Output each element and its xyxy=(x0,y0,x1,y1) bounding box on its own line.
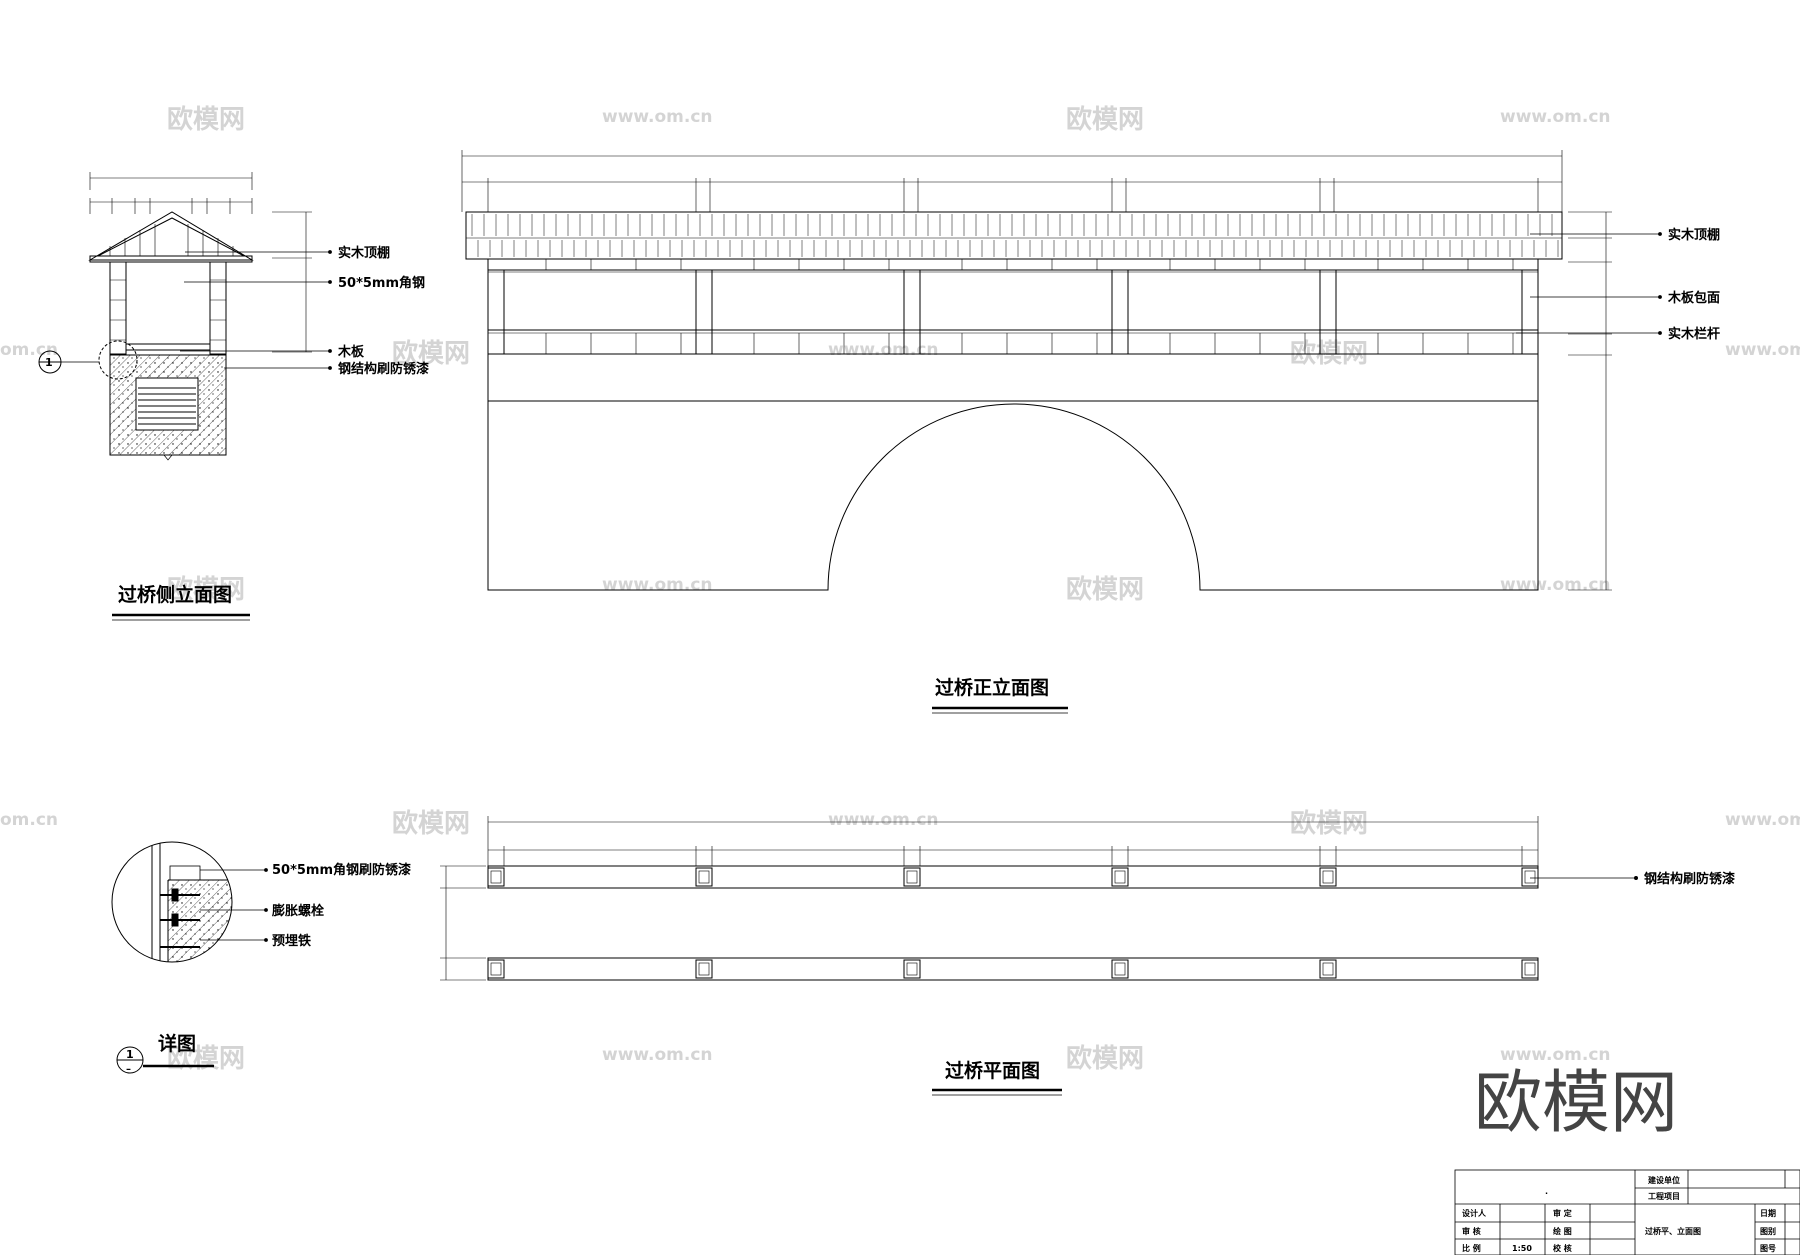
watermark-brand: 欧模网 xyxy=(1066,574,1144,605)
watermark-url: www.om.cn xyxy=(1500,575,1611,595)
watermark-url: www.om.cn xyxy=(602,575,713,595)
watermark-brand: 欧模网 xyxy=(1066,104,1144,135)
tb-date: 日期 xyxy=(1760,1208,1776,1218)
watermark-url: www.om.cn xyxy=(1500,1045,1611,1065)
side-roof xyxy=(88,211,254,263)
side-label-steel: 钢结构刷防锈漆 xyxy=(338,361,429,377)
detail-leaders xyxy=(200,868,268,942)
watermark-layer: 欧模网 欧模网 欧模网 欧模网 欧模网 欧模网 欧模网 欧模网 欧模网 欧模网 … xyxy=(0,104,1800,1074)
tb-drawing-no: 图号 xyxy=(1760,1244,1776,1253)
plan-label-steel: 钢结构刷防锈漆 xyxy=(1644,871,1735,887)
tb-scale-label: 比 例 xyxy=(1462,1243,1481,1253)
tb-construction-unit: 建设单位 xyxy=(1647,1175,1680,1185)
tb-reviewer: 审 核 xyxy=(1462,1226,1481,1236)
front-leaders xyxy=(1516,232,1662,335)
detail-callout-marker xyxy=(38,340,138,380)
plan-post-inner xyxy=(906,870,918,884)
tb-approve: 审 定 xyxy=(1553,1208,1572,1218)
title-block xyxy=(1454,1169,1800,1255)
watermark-url-partial: om.cn xyxy=(0,810,58,830)
front-roof xyxy=(465,211,1563,260)
plan-post xyxy=(695,959,713,979)
roof-planks xyxy=(471,214,1559,257)
watermark-url: www.om.cn xyxy=(602,107,713,127)
watermark-brand: 欧模网 xyxy=(392,338,470,369)
tb-check: 校 核 xyxy=(1553,1243,1572,1253)
plan-view xyxy=(440,816,1638,1096)
plan-post xyxy=(1319,959,1337,979)
plan-post-inner xyxy=(1114,962,1126,976)
watermark-brand: 欧模网 xyxy=(1290,808,1368,839)
plan-post-inner xyxy=(698,870,710,884)
tb-project: 工程项目 xyxy=(1648,1191,1680,1201)
front-dimensions xyxy=(461,150,1612,591)
watermark-brand: 欧模网 xyxy=(167,1043,245,1074)
detail-label-bolt: 膨胀螺栓 xyxy=(271,903,324,919)
side-callout-number: 1 xyxy=(45,356,53,369)
plan-post xyxy=(903,959,921,979)
plan-post xyxy=(695,867,713,887)
watermark-url: www.om.cn xyxy=(828,810,939,830)
front-elevation xyxy=(461,150,1662,714)
detail-title: 详图 xyxy=(158,1032,196,1055)
detail-label-angle: 50*5mm角钢刷防锈漆 xyxy=(272,862,411,878)
detail-callout-number: 1 xyxy=(126,1048,134,1061)
balusters xyxy=(545,259,1514,354)
plan-post-inner xyxy=(490,870,502,884)
tb-dot: · xyxy=(1545,1189,1548,1198)
plan-post xyxy=(1521,959,1539,979)
watermark-brand: 欧模网 xyxy=(392,808,470,839)
tb-drawing-name: 过桥平、立面图 xyxy=(1645,1226,1701,1236)
front-label-cladding: 木板包面 xyxy=(1667,290,1720,306)
detail-label-embed: 预埋铁 xyxy=(272,933,311,949)
watermark-brand: 欧模网 xyxy=(167,574,245,605)
side-label-angle: 50*5mm角钢 xyxy=(338,275,425,291)
plan-post-inner xyxy=(490,962,502,976)
side-elevation xyxy=(38,172,332,621)
plan-posts xyxy=(487,867,1539,979)
watermark-url-partial: om.cn xyxy=(0,340,58,360)
plan-dimensions xyxy=(440,816,1539,981)
tb-drawing-type: 图别 xyxy=(1760,1227,1776,1236)
plan-title: 过桥平面图 xyxy=(945,1059,1040,1082)
watermark-url: www.om.cn xyxy=(1500,107,1611,127)
plan-post xyxy=(487,867,505,887)
tb-scale-value: 1:50 xyxy=(1512,1244,1532,1253)
watermark-url: www.om.cn xyxy=(1725,810,1800,830)
plan-post-inner xyxy=(1524,962,1536,976)
plan-post xyxy=(1521,867,1539,887)
tb-designer: 设计人 xyxy=(1462,1208,1487,1218)
plan-post-inner xyxy=(1114,870,1126,884)
plan-post-inner xyxy=(1322,962,1334,976)
side-label-board: 木板 xyxy=(337,344,365,360)
front-title: 过桥正立面图 xyxy=(935,676,1049,699)
plan-post-inner xyxy=(1322,870,1334,884)
side-title: 过桥侧立面图 xyxy=(118,583,232,606)
side-label-roof: 实木顶棚 xyxy=(338,245,390,261)
front-bridge-body xyxy=(487,353,1539,591)
plan-post xyxy=(1319,867,1337,887)
brand-logo: 欧模网 xyxy=(1474,1064,1678,1143)
side-base xyxy=(109,354,227,461)
watermark-url: www.om.cn xyxy=(828,340,939,360)
plan-post xyxy=(903,867,921,887)
watermark-brand: 欧模网 xyxy=(1066,1043,1144,1074)
plan-post xyxy=(487,959,505,979)
side-posts xyxy=(109,261,227,355)
watermark-brand: 欧模网 xyxy=(167,104,245,135)
plan-post-inner xyxy=(698,962,710,976)
detail-callout-sub: – xyxy=(126,1064,131,1075)
front-rail-frame xyxy=(487,258,1539,355)
plan-post-inner xyxy=(1524,870,1536,884)
watermark-url: www.om.cn xyxy=(602,1045,713,1065)
plan-post xyxy=(1111,959,1129,979)
front-label-railing: 实木栏杆 xyxy=(1668,326,1720,342)
front-label-roof: 实木顶棚 xyxy=(1668,227,1720,243)
tb-draw: 绘 图 xyxy=(1553,1226,1572,1236)
side-leaders xyxy=(180,250,332,370)
plan-post xyxy=(1111,867,1129,887)
plan-post-inner xyxy=(906,962,918,976)
watermark-url: www.om.cn xyxy=(1725,340,1800,360)
